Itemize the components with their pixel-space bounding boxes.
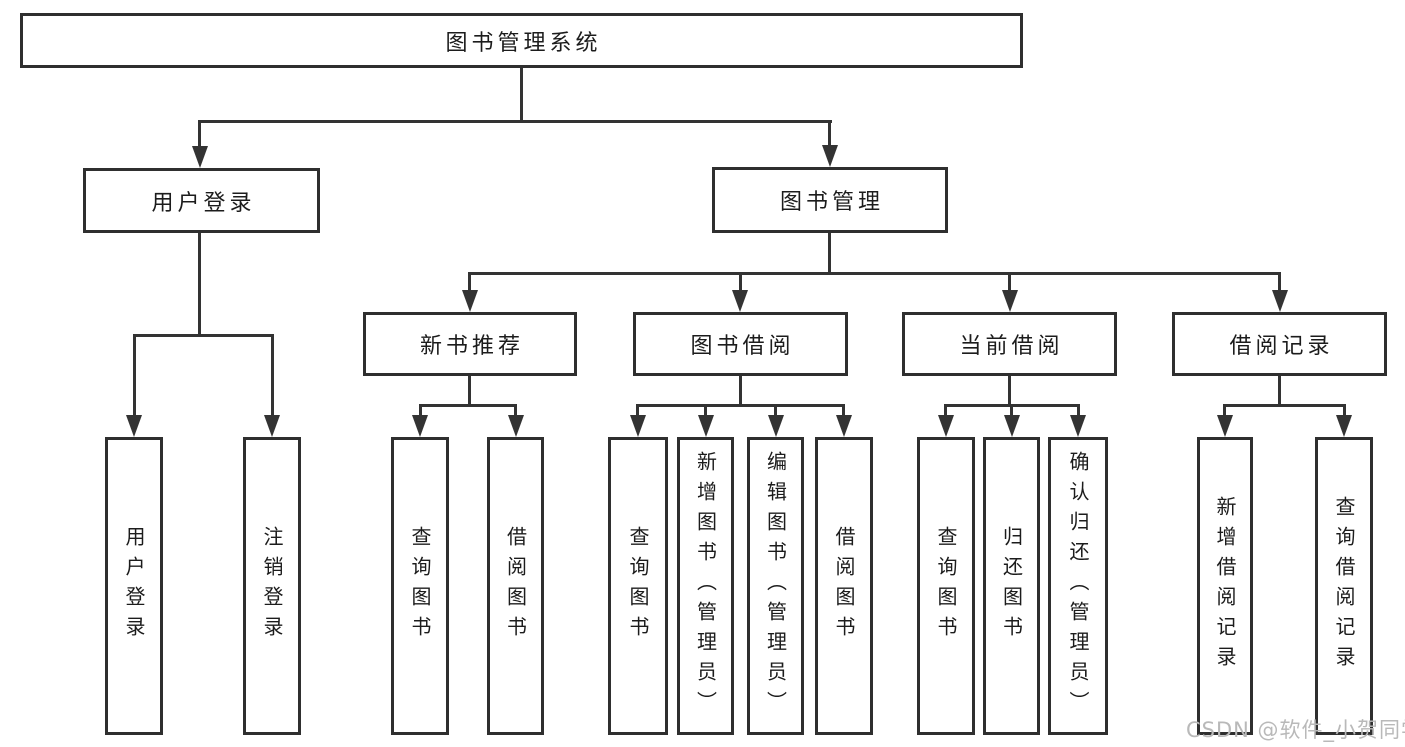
connector-user-login-hline	[133, 334, 274, 337]
connector-stem	[704, 404, 707, 417]
connector-stem	[1278, 272, 1281, 294]
node-user-login: 用户登录	[83, 168, 320, 233]
leaf-label: 用户登录	[122, 526, 146, 646]
connector-stub	[739, 376, 742, 407]
connector-hline	[1223, 404, 1345, 407]
leaf-label: 借阅图书	[503, 526, 528, 646]
connector-stem	[1008, 272, 1011, 294]
node-query-books-borrow: 查询图书	[608, 437, 668, 735]
connector-level1-hline	[198, 120, 832, 123]
node-borrow-record: 借阅记录	[1172, 312, 1387, 376]
connector-arrowhead	[1336, 415, 1352, 437]
connector-arrowhead	[462, 290, 478, 312]
connector-stem	[468, 272, 471, 294]
connector-stem	[842, 404, 845, 417]
node-borrow-record-label: 借阅记录	[1229, 334, 1334, 359]
connector-stem	[133, 334, 136, 419]
leaf-label: 借阅图书	[832, 526, 856, 646]
connector-arrowhead	[1070, 415, 1086, 437]
leaf-label: 编辑图书（管理员）	[763, 451, 788, 721]
connector-stem	[1223, 404, 1226, 417]
connector-stem	[944, 404, 947, 417]
connector-book-management-stub	[828, 233, 831, 272]
connector-arrowhead	[698, 415, 714, 437]
leaf-label: 查询图书	[934, 526, 958, 646]
node-new-book-recommend: 新书推荐	[363, 312, 577, 376]
node-borrow-books-recommend: 借阅图书	[487, 437, 544, 735]
node-book-management-label: 图书管理	[779, 190, 884, 215]
node-book-management: 图书管理	[712, 167, 948, 233]
watermark: CSDN @软件_小贺同学	[1186, 718, 1405, 742]
connector-hline	[636, 404, 845, 407]
connector-arrowhead	[732, 290, 748, 312]
connector-arrowhead	[508, 415, 524, 437]
node-library-system: 图书管理系统	[20, 13, 1023, 68]
node-add-books-admin: 新增图书（管理员）	[677, 437, 734, 735]
connector-stub	[1278, 376, 1281, 407]
connector-arrowhead	[822, 145, 838, 167]
connector-root-stub	[520, 68, 523, 120]
connector-stem	[1343, 404, 1346, 417]
node-query-borrow-record: 查询借阅记录	[1315, 437, 1373, 735]
connector-stem	[774, 404, 777, 417]
connector-stem	[636, 404, 639, 417]
node-confirm-return-admin: 确认归还（管理员）	[1048, 437, 1108, 735]
node-edit-books-admin: 编辑图书（管理员）	[747, 437, 804, 735]
connector-user-login-stub	[198, 233, 201, 334]
leaf-label: 归还图书	[999, 526, 1024, 646]
connector-arrowhead	[1002, 290, 1018, 312]
connector-arrowhead	[768, 415, 784, 437]
connector-stem	[739, 272, 742, 294]
connector-arrowhead	[264, 415, 280, 437]
connector-stem	[828, 120, 831, 147]
connector-stem	[419, 404, 422, 417]
connector-stem	[271, 334, 274, 419]
connector-arrowhead	[1004, 415, 1020, 437]
node-book-borrow: 图书借阅	[633, 312, 848, 376]
connector-stem	[198, 120, 201, 148]
connector-arrowhead	[836, 415, 852, 437]
node-logout: 注销登录	[243, 437, 301, 735]
node-query-books-current: 查询图书	[917, 437, 975, 735]
connector-arrowhead	[192, 146, 208, 168]
connector-stem	[1010, 404, 1013, 417]
node-user-login-label: 用户登录	[151, 190, 256, 216]
connector-arrowhead	[1272, 290, 1288, 312]
node-library-system-label: 图书管理系统	[445, 30, 602, 56]
connector-arrowhead	[1217, 415, 1233, 437]
connector-arrowhead	[630, 415, 646, 437]
connector-stub	[1008, 376, 1011, 407]
node-borrow-books: 借阅图书	[815, 437, 873, 735]
connector-level3-hline	[468, 272, 1281, 275]
node-add-borrow-record: 新增借阅记录	[1197, 437, 1253, 735]
connector-arrowhead	[412, 415, 428, 437]
node-user-login-leaf: 用户登录	[105, 437, 163, 735]
connector-stem	[514, 404, 517, 417]
connector-stub	[468, 376, 471, 407]
leaf-label: 新增图书（管理员）	[693, 451, 718, 721]
node-query-books-recommend: 查询图书	[391, 437, 449, 735]
connector-stem	[1077, 404, 1080, 417]
node-current-borrow-label: 当前借阅	[959, 334, 1064, 359]
leaf-label: 查询图书	[626, 526, 650, 646]
leaf-label: 确认归还（管理员）	[1066, 451, 1090, 721]
node-book-borrow-label: 图书借阅	[690, 334, 795, 359]
leaf-label: 注销登录	[260, 526, 284, 646]
connector-arrowhead	[126, 415, 142, 437]
leaf-label: 查询借阅记录	[1332, 496, 1356, 676]
leaf-label: 新增借阅记录	[1213, 496, 1237, 676]
connector-hline	[419, 404, 517, 407]
node-new-book-recommend-label: 新书推荐	[419, 334, 524, 359]
connector-arrowhead	[938, 415, 954, 437]
node-current-borrow: 当前借阅	[902, 312, 1117, 376]
node-return-books: 归还图书	[983, 437, 1040, 735]
leaf-label: 查询图书	[408, 526, 432, 646]
